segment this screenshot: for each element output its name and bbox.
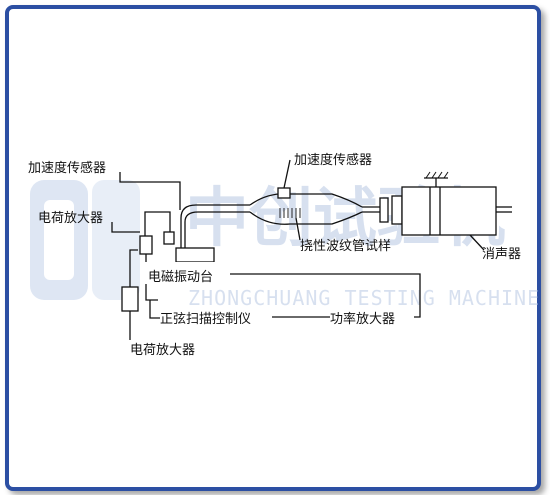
watermark-english: ZHONGCHUANG TESTING MACHINE [188,286,540,310]
leader-accel-left [119,172,181,210]
shaker-bracket [144,211,171,240]
watermark-logo [30,180,140,300]
hose-pipe [180,204,250,219]
label-charge-amp-top: 电荷放大器 [38,211,103,226]
leader-muffler [469,234,485,251]
shaker-body [175,247,215,263]
label-flexible-hose-specimen: 挠性波纹管试样 [300,239,391,254]
leader-specimen [295,217,301,241]
charge-amp-top-box [139,235,153,255]
label-accel-sensor-left: 加速度传感器 [28,160,106,176]
shaker-sensor-box [163,231,175,245]
label-electromagnetic-shaker: 电磁振动台 [148,270,213,285]
shaker-label-box [142,262,230,284]
label-accel-sensor-right: 加速度传感器 [294,152,372,168]
charge-amp-bottom-box [121,286,139,312]
right-sensor-box [277,187,291,199]
label-sine-sweep-controller: 正弦扫描控制仪 [160,311,251,327]
label-muffler: 消声器 [482,247,521,262]
labels: 加速度传感器 电荷放大器 电磁振动台 正弦扫描控制仪 功率放大器 电荷放大器 加… [28,152,521,358]
watermark: 中创试验机 ZHONGCHUANG TESTING MACHINE [30,180,540,310]
hose-specimen [249,193,363,225]
equipment-lines [111,159,512,340]
label-power-amplifier: 功率放大器 [330,311,395,327]
wire-controller [149,300,160,319]
hose-ripple [279,208,301,218]
leader-charge-top [111,222,140,233]
wire-shaker-right [230,273,421,318]
leader-accel-right [283,159,291,189]
label-charge-amp-bottom: 电荷放大器 [130,343,195,358]
muffler-body [401,186,497,236]
coupling-flange [379,197,389,223]
